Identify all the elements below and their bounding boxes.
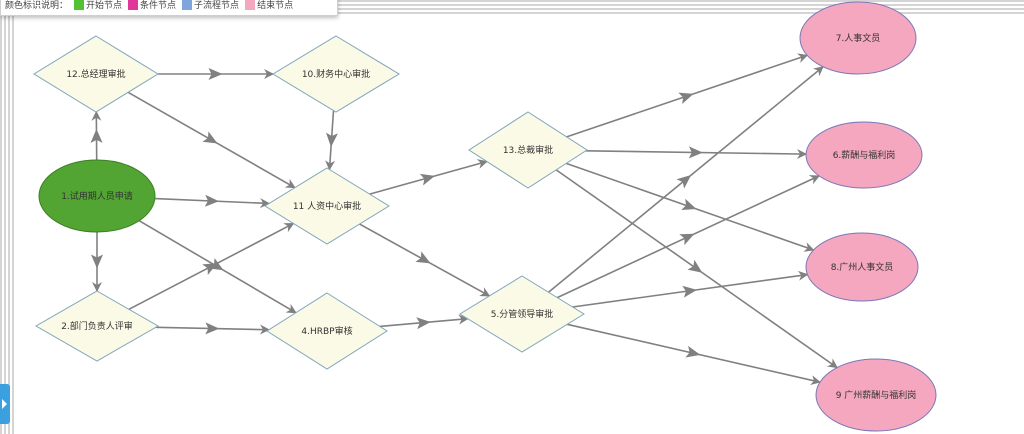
node-n12[interactable]: 12.总经理审批 (33, 35, 159, 113)
edge-arrow-n13-n8 (681, 198, 697, 211)
node-n9[interactable]: 9 广州薪酬与福利岗 (815, 358, 937, 432)
node-n11[interactable]: 11 人资中心审批 (264, 167, 390, 245)
sidebar-expand-toggle[interactable] (0, 384, 10, 424)
node-n1[interactable]: 1.试用期人员申请 (38, 159, 156, 233)
edge-arrow-n1-n12 (90, 128, 103, 143)
edge-arrow-n13-n6 (688, 146, 703, 159)
node-shape-n10 (272, 35, 400, 113)
node-n10[interactable]: 10.财务中心审批 (272, 35, 400, 113)
node-label-n1: 1.试用期人员申请 (61, 190, 133, 202)
node-label-n8: 8.广州人事文员 (831, 261, 894, 273)
legend-swatch-subprocess (182, 0, 193, 10)
legend-item-subprocess: 子流程节点 (182, 0, 239, 11)
node-label-n5: 5.分管领导审批 (491, 308, 554, 320)
edge-arrow-n5-n6 (679, 233, 695, 246)
node-shape-n9 (815, 358, 937, 432)
node-shape-n2 (34, 290, 160, 362)
legend-title: 颜色标识说明： (5, 1, 69, 11)
node-label-n4: 4.HRBP审核 (301, 325, 352, 337)
edge-arrow-n2-n4 (205, 322, 220, 335)
node-shape-n1 (38, 159, 156, 233)
legend-label-start: 开始节点 (86, 1, 123, 11)
node-shape-n8 (805, 232, 919, 302)
legend-item-end: 结束节点 (245, 0, 293, 11)
node-shape-n6 (805, 121, 923, 189)
edge-arrow-n5-n8 (682, 285, 697, 298)
edge-arrow-n12-n11 (202, 131, 218, 144)
nodes-layer: 1.试用期人员申请 2.部门负责人评审 4.HRBP审核 5.分管领导审批 10.财务中… (33, 1, 937, 432)
legend-label-end: 结束节点 (257, 1, 294, 11)
node-shape-n13 (468, 111, 588, 189)
node-label-n10: 10.财务中心审批 (302, 68, 370, 80)
legend-swatch-condition (128, 0, 139, 10)
legend-swatch-end (245, 0, 256, 10)
legend-item-condition: 条件节点 (128, 0, 176, 11)
node-shape-n12 (33, 35, 159, 113)
edges-layer (90, 53, 838, 386)
node-label-n7: 7.人事文员 (836, 32, 881, 44)
node-label-n12: 12.总经理审批 (66, 68, 125, 80)
node-n13[interactable]: 13.总裁审批 (468, 111, 588, 189)
node-shape-n4 (266, 292, 388, 370)
node-n4[interactable]: 4.HRBP审核 (266, 292, 388, 370)
node-label-n13: 13.总裁审批 (503, 144, 553, 156)
node-label-n11: 11 人资中心审批 (293, 200, 361, 212)
edge-arrow-n11-n5 (415, 251, 431, 264)
edge-arrow-n5-n9 (685, 345, 701, 358)
node-n7[interactable]: 7.人事文员 (799, 1, 917, 75)
legend-label-condition: 条件节点 (140, 1, 177, 11)
edge-arrow-n10-n11 (325, 132, 338, 147)
edge-arrow-n4-n5 (416, 317, 431, 330)
edge-arrow-n12-n10 (208, 68, 223, 80)
node-shape-n7 (799, 1, 917, 75)
legend-swatch-start (74, 0, 85, 10)
node-label-n2: 2.部门负责人评审 (61, 320, 133, 332)
color-legend: 颜色标识说明： 开始节点 条件节点 子流程节点 结束节点 (0, 0, 338, 16)
edge-arrow-n2-n11 (202, 263, 218, 275)
node-label-n9: 9 广州薪酬与福利岗 (836, 389, 917, 401)
edge-arrow-n11-n13 (419, 173, 435, 186)
node-n2[interactable]: 2.部门负责人评审 (34, 290, 160, 362)
edge-arrow-n13-n9 (687, 259, 703, 273)
node-n8[interactable]: 8.广州人事文员 (805, 232, 919, 302)
node-shape-n11 (264, 167, 390, 245)
node-shape-n5 (459, 275, 585, 353)
node-label-n6: 6.薪酬与福利岗 (833, 149, 896, 161)
node-n6[interactable]: 6.薪酬与福利岗 (805, 121, 923, 189)
edge-arrow-n1-n11 (204, 194, 219, 207)
legend-label-subprocess: 子流程节点 (194, 1, 240, 11)
legend-item-start: 开始节点 (74, 0, 122, 11)
edge-arrow-n13-n7 (678, 92, 694, 105)
edge-arrow-n1-n2 (91, 254, 103, 269)
edge-arrow-n5-n7 (676, 175, 692, 189)
node-n5[interactable]: 5.分管领导审批 (459, 275, 585, 353)
